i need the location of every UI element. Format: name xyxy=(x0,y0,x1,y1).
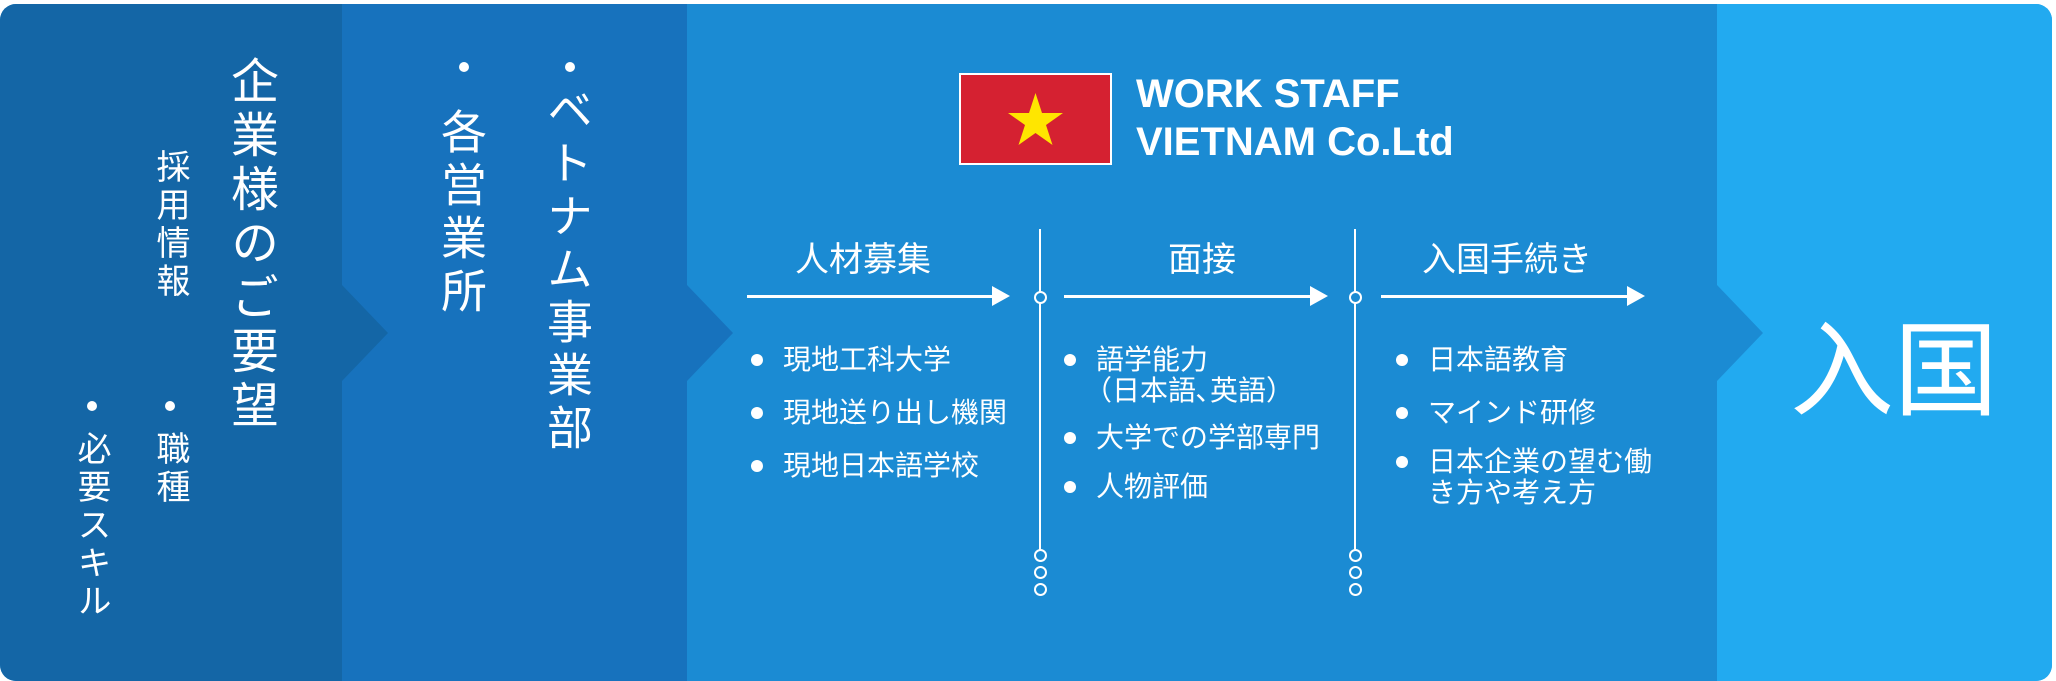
entry-label: 入国 xyxy=(1790,310,1999,432)
list-item: 大学での学部専門 xyxy=(1062,420,1320,455)
list-item: 現地送り出し機関 xyxy=(749,395,1007,430)
requirements-title: 企業様のご要望 xyxy=(222,56,278,434)
list-item: 日本企業の望む働 xyxy=(1394,444,1652,479)
bullet-dot xyxy=(565,62,575,72)
arrow-notch xyxy=(1717,285,1763,381)
bullet-dot xyxy=(87,401,97,411)
divider-node-icon xyxy=(1034,549,1047,562)
vietnam-flag-icon xyxy=(959,73,1112,165)
list-item-continuation: き方や考え方 xyxy=(1428,476,1597,509)
interview-list: 語学能力 （日本語､英語） 大学での学部専門 人物評価 xyxy=(1062,342,1320,504)
divider-node-icon xyxy=(1349,566,1362,579)
divider-node-icon xyxy=(1349,549,1362,562)
requirement-job-type: 職種 xyxy=(150,431,190,507)
requirements-subtitle: 採用情報 xyxy=(150,149,190,301)
recruitment-list: 現地工科大学 現地送り出し機関 現地日本語学校 xyxy=(749,342,1007,483)
company-name-line1: WORK STAFF xyxy=(1136,72,1400,116)
list-item-continuation: （日本語､英語） xyxy=(1084,374,1295,407)
branch-offices-label: 各営業所 xyxy=(434,108,488,320)
divider-node-icon xyxy=(1349,291,1362,304)
arrow-notch xyxy=(342,285,388,381)
list-item: マインド研修 xyxy=(1394,395,1652,430)
list-item: 語学能力 xyxy=(1062,342,1320,377)
entry-procedures-list: 日本語教育 マインド研修 日本企業の望む働 き方や考え方 xyxy=(1394,342,1652,510)
requirement-skills: 必要スキル xyxy=(71,431,111,621)
flow-diagram: 企業様のご要望 採用情報 職種 必要スキル ベトナム事業部 各営業所 WORK … xyxy=(0,4,2052,681)
bullet-dot xyxy=(459,62,469,72)
divider-node-icon xyxy=(1034,291,1047,304)
list-item: 現地工科大学 xyxy=(749,342,1007,377)
stage-divider xyxy=(1354,229,1356,553)
arrow-right-icon xyxy=(747,286,1010,306)
stage-title-interview: 面接 xyxy=(1168,240,1236,280)
bullet-dot xyxy=(165,401,175,411)
vietnam-division-panel: ベトナム事業部 各営業所 xyxy=(342,4,687,681)
company-name-line2: VIETNAM Co.Ltd xyxy=(1136,120,1454,164)
list-item: 人物評価 xyxy=(1062,469,1320,504)
stage-title-entry-procedures: 入国手続き xyxy=(1422,240,1592,280)
stage-title-recruitment: 人材募集 xyxy=(795,240,931,280)
entry-panel xyxy=(1717,4,2052,681)
vietnam-division-label: ベトナム事業部 xyxy=(540,86,594,457)
requirements-panel: 企業様のご要望 採用情報 職種 必要スキル xyxy=(0,4,342,681)
list-item: 現地日本語学校 xyxy=(749,448,1007,483)
stage-divider xyxy=(1039,229,1041,553)
list-item: 日本語教育 xyxy=(1394,342,1652,377)
divider-node-icon xyxy=(1349,583,1362,596)
arrow-notch xyxy=(687,285,733,381)
divider-node-icon xyxy=(1034,583,1047,596)
process-panel xyxy=(687,4,1717,681)
arrow-right-icon xyxy=(1064,286,1328,306)
divider-node-icon xyxy=(1034,566,1047,579)
arrow-right-icon xyxy=(1381,286,1645,306)
